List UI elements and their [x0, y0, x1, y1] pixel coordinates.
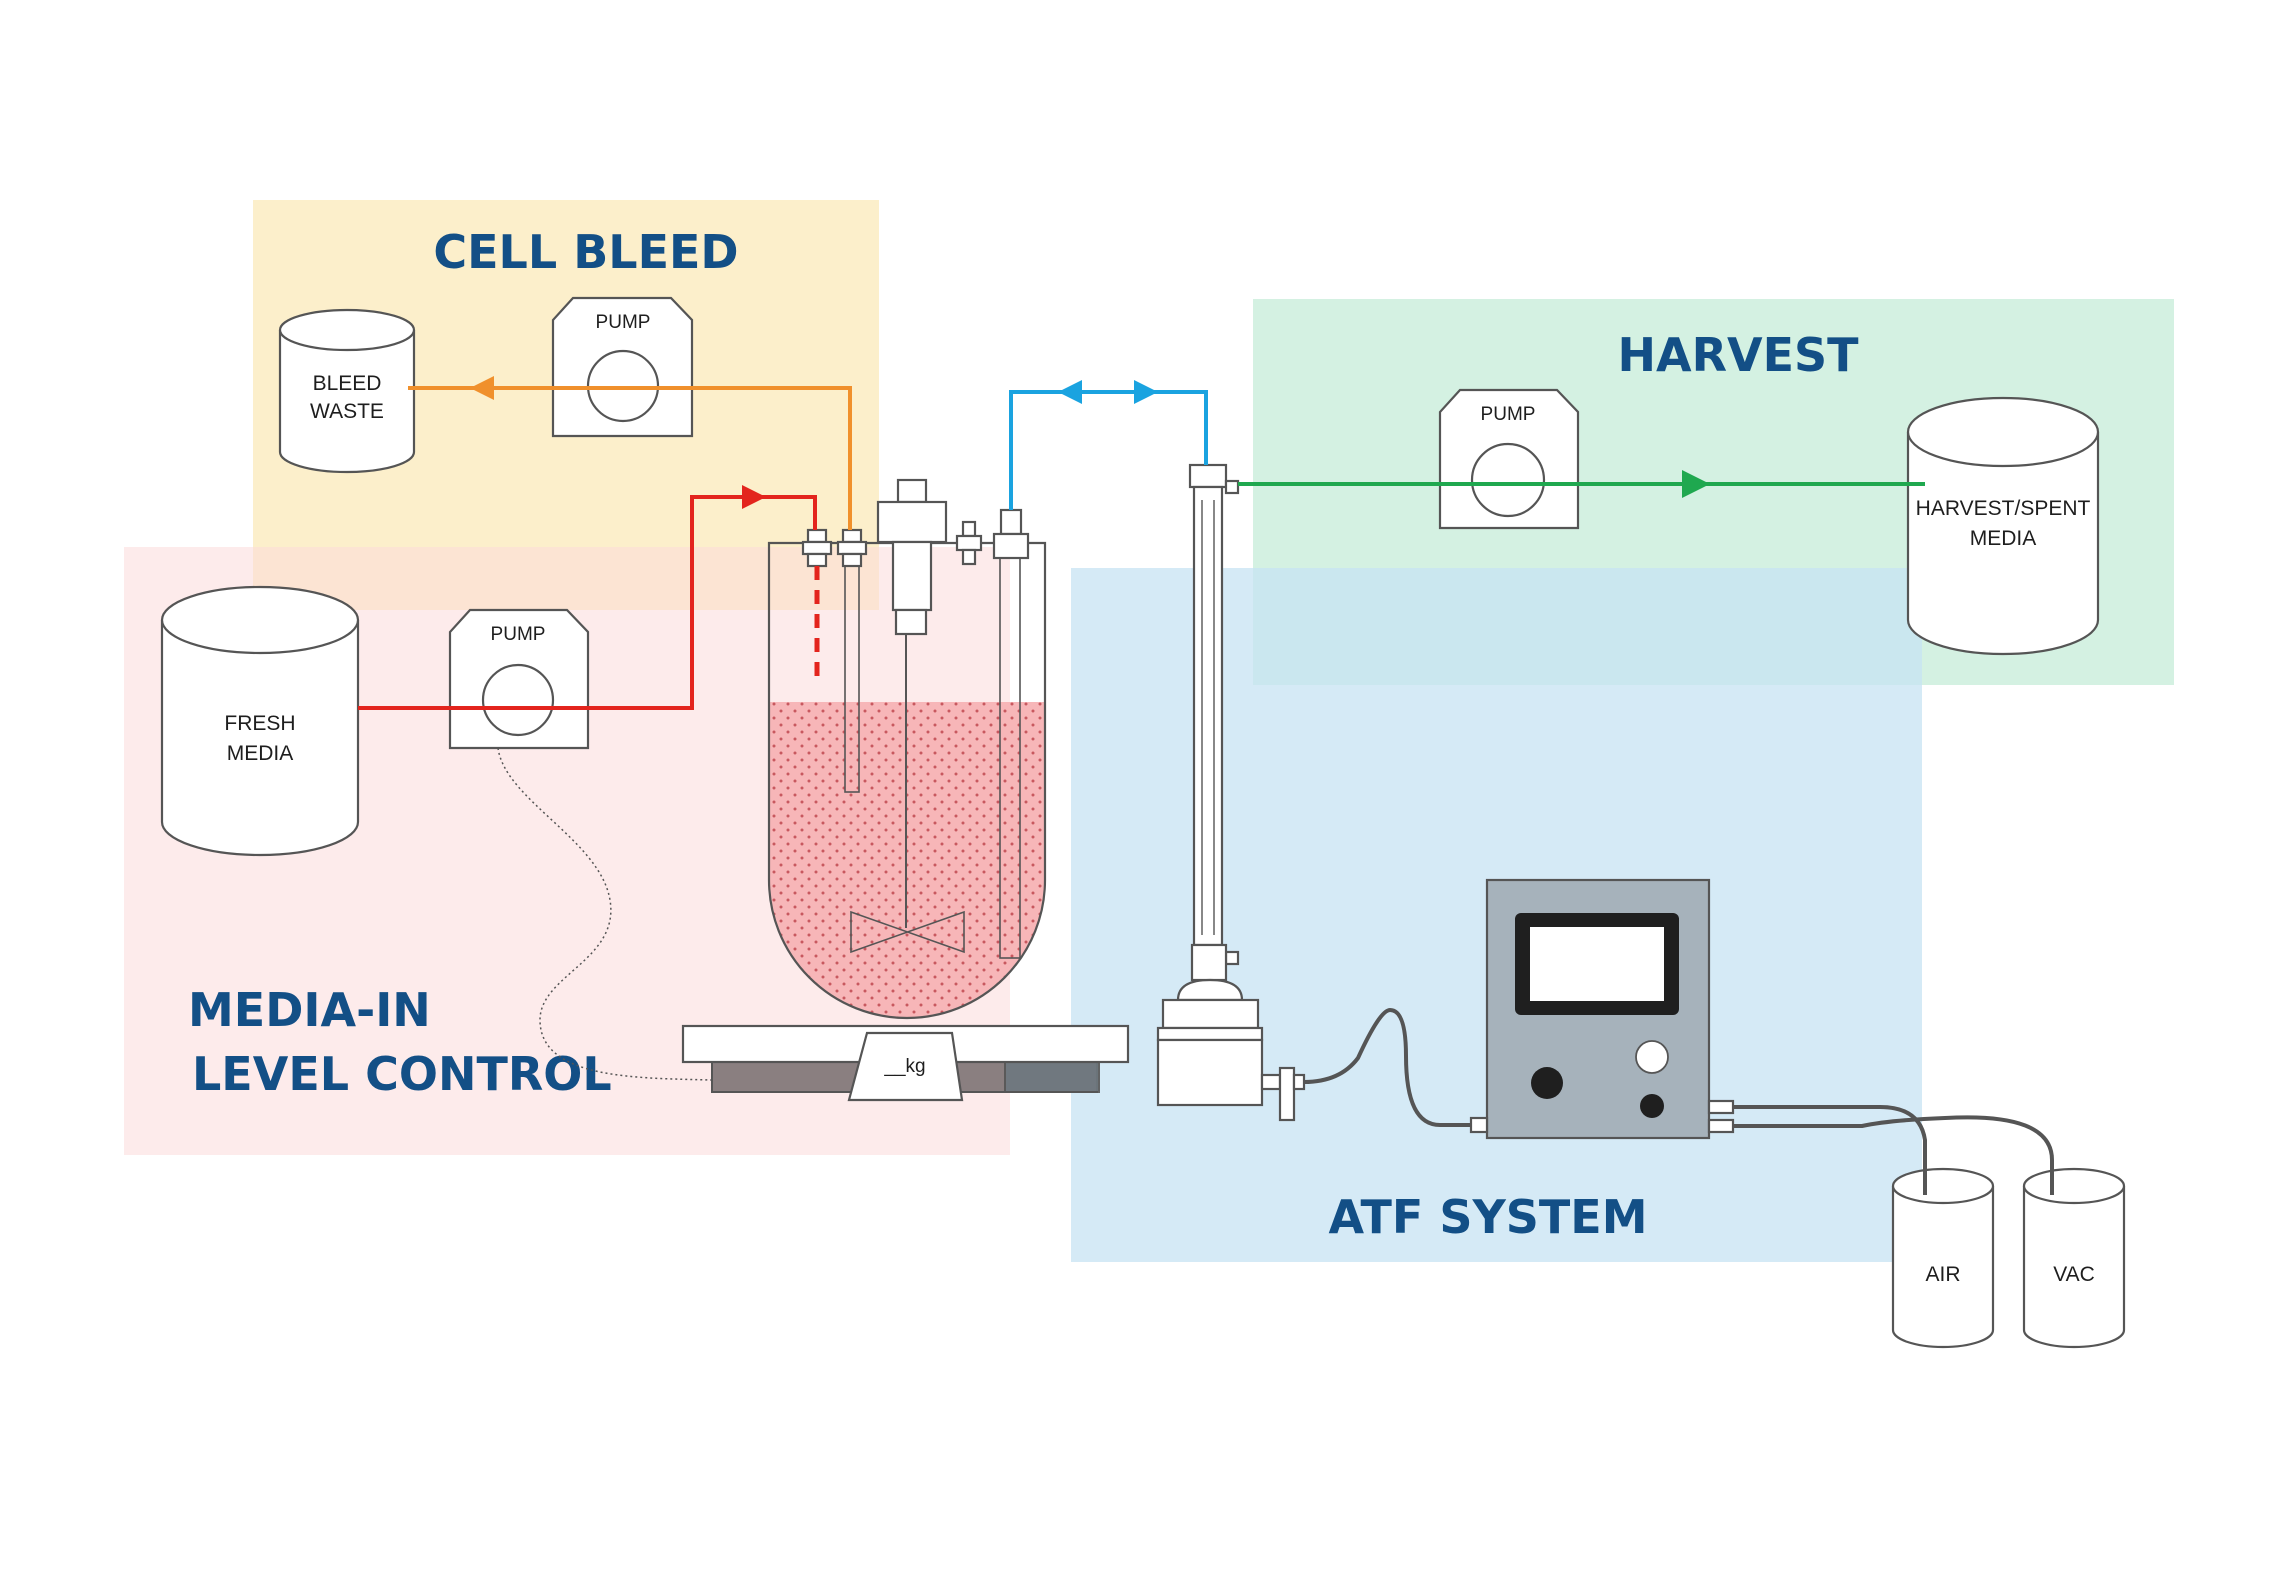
atf-filter-column — [1156, 463, 1306, 1122]
scale-weight-label: __kg — [883, 1056, 925, 1077]
harvest-pump: PUMP — [1438, 388, 1580, 530]
zone-title-media-in: MEDIA-IN — [188, 983, 431, 1037]
vac-line — [1733, 1115, 2054, 1195]
zone-title-cell-bleed: CELL BLEED — [433, 225, 738, 279]
media-in-line — [358, 495, 817, 710]
bleed-waste-label-1: BLEED — [313, 372, 382, 395]
fresh-media-container: FRESH MEDIA — [160, 585, 360, 857]
bleed-flow-arrow — [470, 376, 494, 400]
scale-signal-line — [497, 747, 713, 1081]
zone-title-level-control: LEVEL CONTROL — [192, 1047, 612, 1101]
vac-container: VAC — [2022, 1167, 2126, 1349]
harvest-pump-label: PUMP — [1481, 404, 1536, 425]
zone-title-atf-system: ATF SYSTEM — [1329, 1190, 1648, 1244]
atf-controller — [1469, 878, 1735, 1140]
air-container: AIR — [1891, 1167, 1995, 1349]
fresh-media-label-2: MEDIA — [227, 742, 294, 765]
harvest-flow-arrow — [1682, 470, 1710, 498]
controller-to-atf-line — [1303, 1007, 1471, 1127]
atf-loop-line — [1009, 390, 1208, 510]
bleed-line — [408, 386, 852, 530]
bleed-waste-container: BLEED WASTE — [278, 308, 416, 474]
air-label: AIR — [1925, 1263, 1960, 1286]
harvest-media-label-1: HARVEST/SPENT — [1916, 497, 2091, 520]
atf-flow-arrow-right — [1134, 380, 1158, 404]
harvest-media-container: HARVEST/SPENT MEDIA — [1906, 396, 2100, 656]
media-pump-label: PUMP — [491, 624, 546, 645]
fresh-media-label-1: FRESH — [224, 712, 295, 735]
harvest-media-label-2: MEDIA — [1970, 527, 2037, 550]
bleed-pump: PUMP — [551, 296, 694, 438]
media-pump: PUMP — [448, 608, 590, 750]
scale: __kg — [681, 1024, 1130, 1102]
bleed-waste-label-2: WASTE — [310, 400, 384, 423]
atf-flow-arrow-left — [1058, 380, 1082, 404]
bleed-pump-label: PUMP — [596, 312, 651, 333]
bioreactor-vessel — [767, 478, 1047, 1020]
zone-title-harvest: HARVEST — [1617, 328, 1859, 382]
air-line — [1733, 1105, 1927, 1195]
media-in-flow-arrow — [742, 485, 766, 509]
vac-label: VAC — [2053, 1263, 2095, 1286]
